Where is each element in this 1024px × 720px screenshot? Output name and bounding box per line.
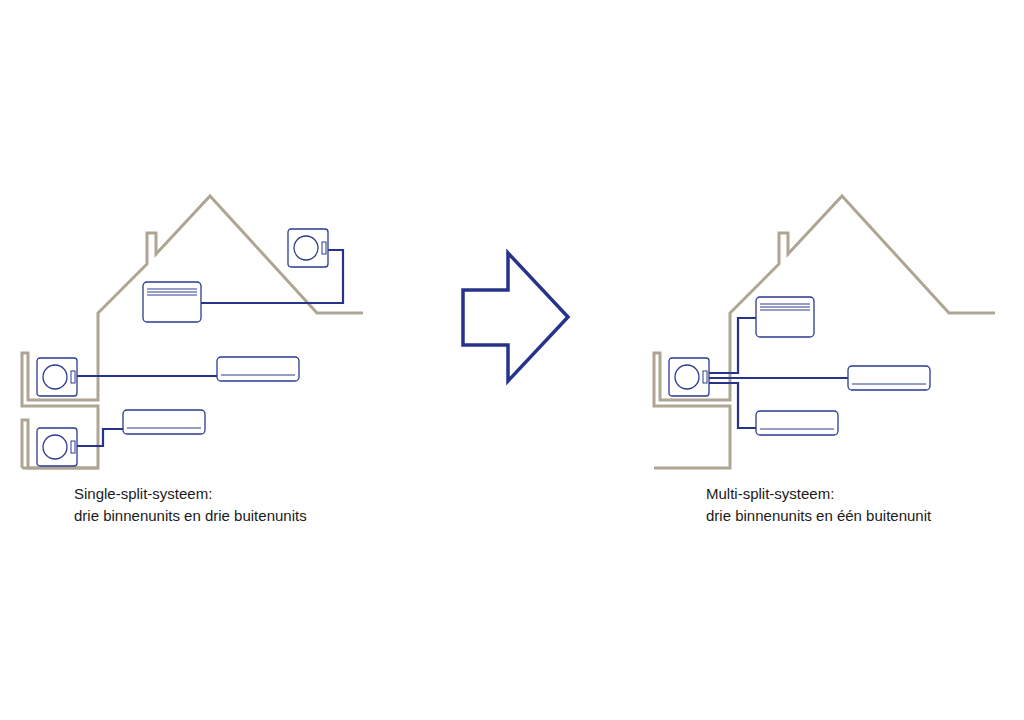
house-outline	[22, 196, 363, 468]
caption-line: drie binnenunits en drie buitenunits	[74, 507, 307, 525]
caption-line: Multi-split-systeem:	[706, 485, 834, 503]
caption-line: Single-split-systeem:	[74, 485, 212, 503]
caption-line: drie binnenunits en één buitenunit	[706, 507, 931, 525]
units	[37, 229, 328, 466]
refrigerant-pipe	[76, 250, 343, 446]
units	[669, 297, 930, 435]
transition-arrow	[463, 253, 568, 381]
house-outline	[654, 196, 995, 468]
